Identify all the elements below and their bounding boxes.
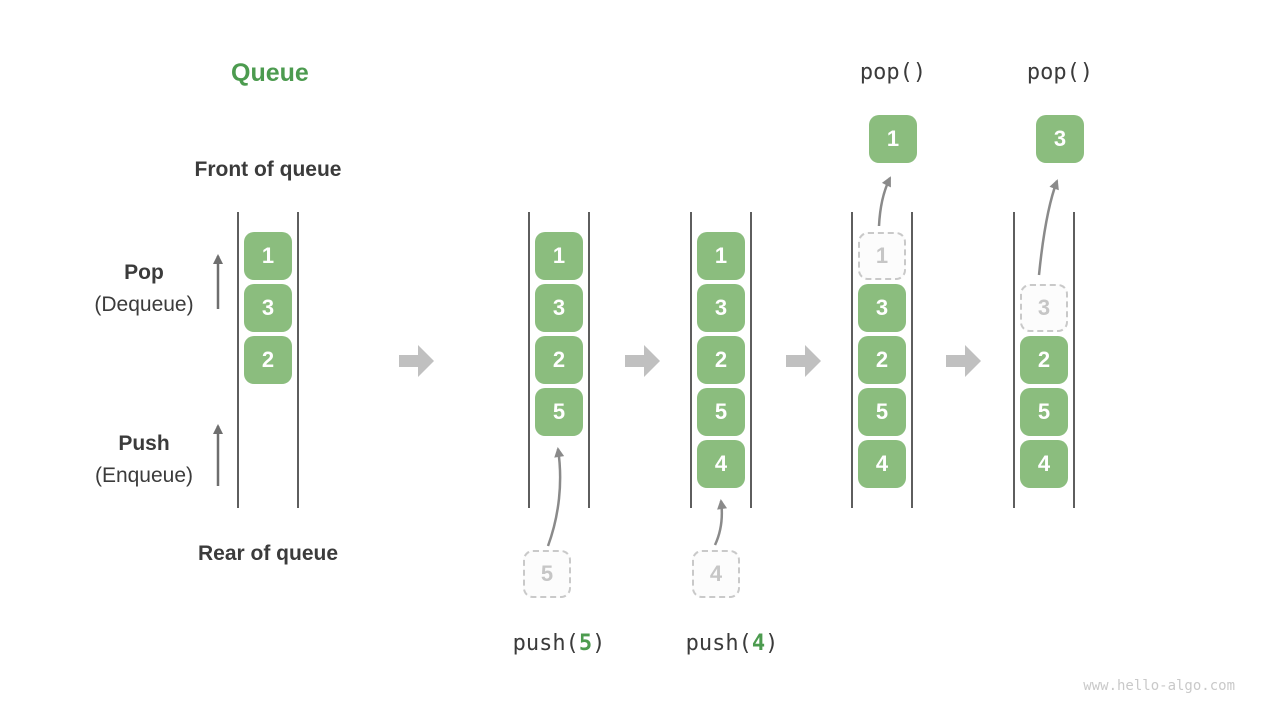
push-call-label: push(4)	[652, 631, 812, 656]
queue-cell: 5	[1020, 388, 1068, 436]
call-text: )	[592, 631, 606, 656]
queue-cell: 3	[697, 284, 745, 332]
queue-cell: 2	[1020, 336, 1068, 384]
front-of-queue-label: Front of queue	[194, 158, 342, 181]
queue-cell: 1	[244, 232, 292, 280]
queue-cell: 1	[697, 232, 745, 280]
queue-cell: 2	[244, 336, 292, 384]
call-arg: 5	[578, 631, 593, 656]
queue-cell: 4	[858, 440, 906, 488]
queue-wall	[1013, 212, 1015, 508]
push-op-label: Push	[118, 432, 170, 455]
diagram-title: Queue	[231, 59, 309, 87]
queue-cell: 1	[535, 232, 583, 280]
call-arg: 4	[751, 631, 766, 656]
queue-cell: 2	[697, 336, 745, 384]
incoming-cell: 5	[523, 550, 571, 598]
push-call-label: push(5)	[479, 631, 639, 656]
queue-cell: 4	[1020, 440, 1068, 488]
queue-wall	[1073, 212, 1075, 508]
queue-cell: 4	[697, 440, 745, 488]
incoming-cell: 4	[692, 550, 740, 598]
queue-wall	[528, 212, 530, 508]
queue-wall	[237, 212, 239, 508]
queue-cell: 3	[858, 284, 906, 332]
flow-arrow-icon	[786, 345, 821, 377]
leaving-cell: 3	[1020, 284, 1068, 332]
push-4-arrow-icon	[713, 499, 728, 546]
rear-of-queue-label: Rear of queue	[197, 542, 339, 565]
queue-cell: 2	[535, 336, 583, 384]
flow-arrow-icon	[399, 345, 434, 377]
leaving-cell: 1	[858, 232, 906, 280]
pop-dequeue-label: Pop (Dequeue)	[59, 261, 229, 317]
queue-wall	[588, 212, 590, 508]
call-text: push(	[685, 631, 752, 656]
pop-1-arrow-icon	[877, 176, 892, 227]
flow-arrow-icon	[625, 345, 660, 377]
queue-cell: 3	[244, 284, 292, 332]
popped-cell: 1	[869, 115, 917, 163]
queue-wall	[750, 212, 752, 508]
queue-cell: 5	[858, 388, 906, 436]
queue-cell: 2	[858, 336, 906, 384]
pop-3-arrow-icon	[1037, 179, 1059, 276]
queue-cell: 5	[535, 388, 583, 436]
call-text: push(	[512, 631, 579, 656]
push-enqueue-label: Push (Enqueue)	[59, 432, 229, 488]
pop-op-label: Pop	[124, 261, 164, 284]
queue-wall	[297, 212, 299, 508]
flow-arrow-icon	[946, 345, 981, 377]
queue-wall	[690, 212, 692, 508]
popped-cell: 3	[1036, 115, 1084, 163]
queue-cell: 5	[697, 388, 745, 436]
queue-wall	[911, 212, 913, 508]
dequeue-sub-label: (Dequeue)	[94, 293, 194, 316]
queue-cell: 3	[535, 284, 583, 332]
enqueue-sub-label: (Enqueue)	[94, 464, 194, 487]
pop-call-label: pop()	[859, 60, 927, 85]
call-text: )	[765, 631, 779, 656]
queue-wall	[851, 212, 853, 508]
push-5-arrow-icon	[546, 447, 565, 547]
watermark: www.hello-algo.com	[1083, 678, 1235, 694]
pop-call-label: pop()	[1026, 60, 1094, 85]
